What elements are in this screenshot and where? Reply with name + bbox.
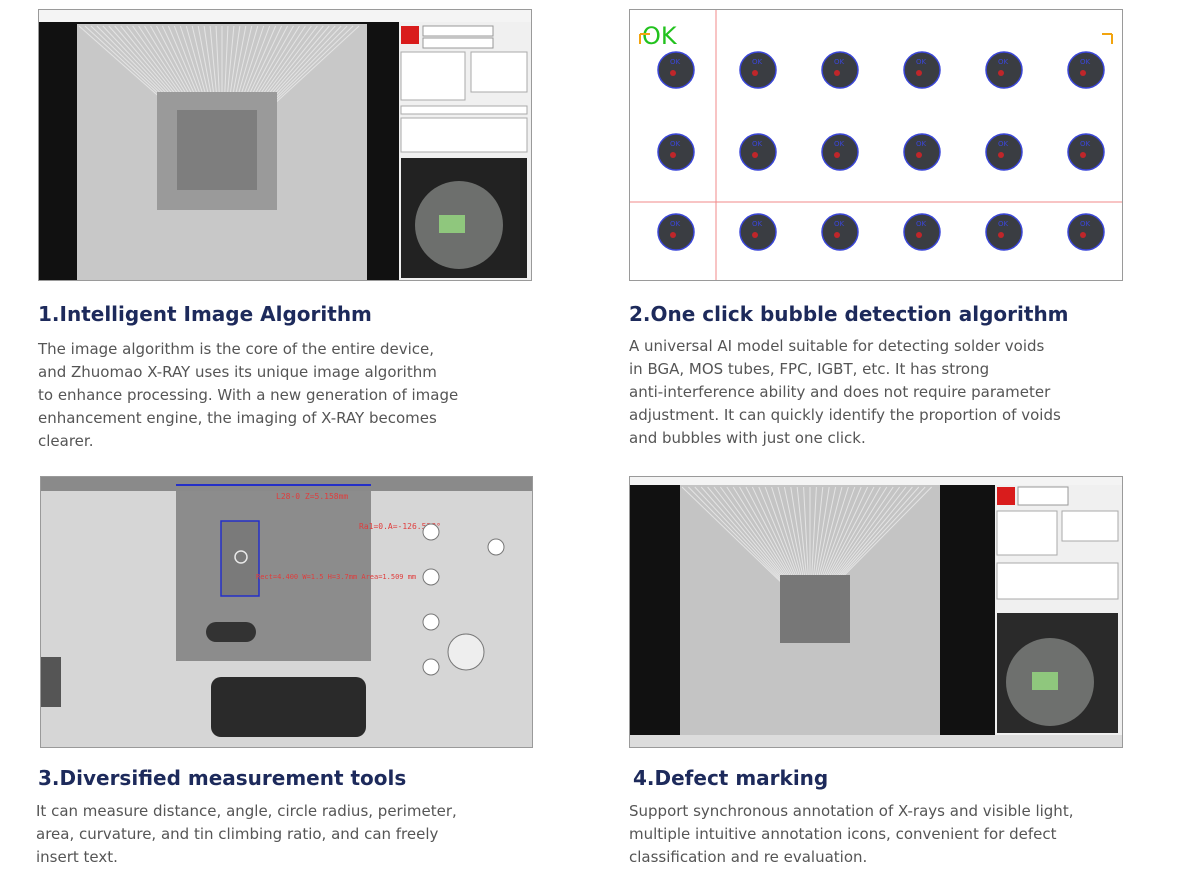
ball-status-label: OK [670,220,681,228]
description-line: clearer. [38,432,94,450]
void-mark [670,70,676,76]
solder-ball [903,213,941,251]
feature-description: A universal AI model suitable for detect… [629,335,1061,450]
ball-status-label: OK [670,58,681,66]
feature-title: 1.Intelligent Image Algorithm [38,302,372,326]
description-line: adjustment. It can quickly identify the … [629,406,1061,424]
void-mark [670,152,676,158]
void-mark [916,70,922,76]
ball-status-label: OK [998,140,1009,148]
void-mark [1080,70,1086,76]
distance-label: L28-0 Z=5.158mm [276,492,348,501]
measurement-screenshot: L28-0 Z=5.158mm Ra1=0.A=-126.528° Rect=4… [40,476,533,748]
solder-ball [985,133,1023,171]
defect-marking-screenshot [629,476,1123,748]
description-line: enhancement engine, the imaging of X-RAY… [38,409,437,427]
description-line: and Zhuomao X-RAY uses its unique image … [38,363,437,381]
void-mark [834,70,840,76]
solder-ball [1067,213,1105,251]
ball-status-label: OK [916,140,927,148]
description-line: It can measure distance, angle, circle r… [36,802,457,820]
xray-software-screenshot [38,9,532,281]
solder-ball [739,51,777,89]
description-line: The image algorithm is the core of the e… [38,340,434,358]
void-mark [998,232,1004,238]
area-label: Rect=4.400 W=1.5 H=3.7mm Area=1.509 mm [256,573,416,581]
solder-ball [1067,51,1105,89]
void-mark [670,232,676,238]
ball-status-label: OK [916,220,927,228]
description-line: insert text. [36,848,118,866]
description-line: area, curvature, and tin climbing ratio,… [36,825,439,843]
description-line: classification and re evaluation. [629,848,868,866]
solder-ball [739,213,777,251]
feature-description: The image algorithm is the core of the e… [38,338,458,453]
ball-status-label: OK [1080,220,1091,228]
void-mark [752,232,758,238]
void-mark [752,70,758,76]
void-mark [1080,232,1086,238]
solder-ball [821,133,859,171]
solder-ball [657,51,695,89]
void-mark [998,152,1004,158]
solder-ball [657,213,695,251]
ball-status-label: OK [1080,140,1091,148]
void-mark [916,152,922,158]
description-line: and bubbles with just one click. [629,429,866,447]
ball-status-label: OK [752,140,763,148]
void-mark [998,70,1004,76]
ball-status-label: OK [834,58,845,66]
bubble-detection-screenshot: OK OK OK OK OK OK OK OK OK OK OK OK OK OK OK OK OK OK OK [629,9,1123,281]
void-mark [916,232,922,238]
feature-title: 3.Diversified measurement tools [38,766,407,790]
ball-status-label: OK [670,140,681,148]
ball-status-label: OK [834,140,845,148]
feature-title: 4.Defect marking [633,766,829,790]
feature-title: 2.One click bubble detection algorithm [629,302,1069,326]
description-line: to enhance processing. With a new genera… [38,386,459,404]
solder-ball [985,213,1023,251]
ball-status-label: OK [998,58,1009,66]
ball-status-label: OK [752,220,763,228]
feature-description: It can measure distance, angle, circle r… [36,800,457,869]
description-line: Support synchronous annotation of X-rays… [629,802,1074,820]
ball-status-label: OK [916,58,927,66]
void-mark [752,152,758,158]
ball-status-label: OK [998,220,1009,228]
solder-ball [985,51,1023,89]
description-line: A universal AI model suitable for detect… [629,337,1045,355]
ball-status-label: OK [1080,58,1091,66]
solder-ball [1067,133,1105,171]
solder-ball [657,133,695,171]
description-line: multiple intuitive annotation icons, con… [629,825,1057,843]
solder-ball [821,213,859,251]
angle-label: Ra1=0.A=-126.528° [359,522,441,531]
ball-status-label: OK [752,58,763,66]
solder-ball [739,133,777,171]
feature-description: Support synchronous annotation of X-rays… [629,800,1073,869]
ball-status-label: OK [834,220,845,228]
description-line: anti-interference ability and does not r… [629,383,1051,401]
solder-ball [903,133,941,171]
solder-ball [821,51,859,89]
void-mark [834,152,840,158]
solder-ball [903,51,941,89]
detection-status: OK [642,22,678,50]
void-mark [1080,152,1086,158]
description-line: in BGA, MOS tubes, FPC, IGBT, etc. It ha… [629,360,990,378]
void-mark [834,232,840,238]
